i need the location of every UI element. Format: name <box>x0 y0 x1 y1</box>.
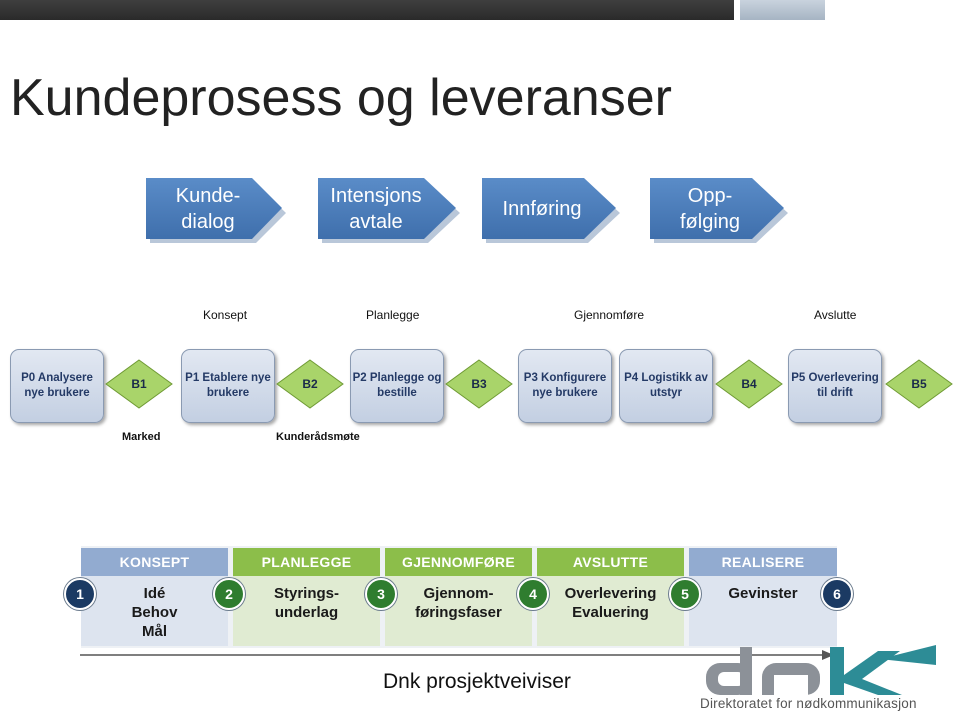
chevron-1-label: Kunde- dialog <box>175 185 241 233</box>
milestone-2: 2 <box>213 578 245 610</box>
logo-subtitle: Direktoratet for nødkommunikasjon <box>700 696 917 711</box>
milestone-3: 3 <box>365 578 397 610</box>
chevron-3-label: Innføring <box>502 198 582 220</box>
decision-b1-label: B1 <box>131 377 147 391</box>
caption: Dnk prosjektveiviser <box>383 670 571 693</box>
process-box-p0: P0 Analysere nye brukere <box>10 349 104 423</box>
milestone-1: 1 <box>64 578 96 610</box>
chevron-row <box>146 178 788 243</box>
process-box-p4: P4 Logistikk av utstyr <box>619 349 713 423</box>
label-marked: Marked <box>122 431 161 443</box>
phase-header-konsept: KONSEPT <box>81 548 228 576</box>
phase-header-planlegge: PLANLEGGE <box>233 548 380 576</box>
top-bar-dark <box>0 0 734 20</box>
top-bar-light <box>740 0 825 20</box>
logo-letter-n <box>762 663 820 695</box>
decision-b2-label: B2 <box>302 377 318 391</box>
decision-b3: B3 <box>444 358 514 410</box>
process-box-p3: P3 Konfigurere nye brukere <box>518 349 612 423</box>
phase-header-realisere: REALISERE <box>689 548 837 576</box>
phase-label-konsept: Konsept <box>203 308 248 322</box>
chevron-2 <box>318 178 460 243</box>
phase-header-gjennomfore: GJENNOMFØRE <box>385 548 532 576</box>
decision-b5: B5 <box>884 358 954 410</box>
process-box-p1: P1 Etablere nye brukere <box>181 349 275 423</box>
decision-b1: B1 <box>104 358 174 410</box>
decision-b4-label: B4 <box>741 377 757 391</box>
chevron-2-label: Intensjons avtale <box>330 185 422 233</box>
phase-body-realisere: Gevinster <box>689 576 837 646</box>
page-title: Kundeprosess og leveranser <box>10 69 672 127</box>
decision-b2: B2 <box>275 358 345 410</box>
milestone-6: 6 <box>821 578 853 610</box>
chevron-3 <box>482 178 620 243</box>
process-box-p2: P2 Planlegge og bestille <box>350 349 444 423</box>
phase-header-avslutte: AVSLUTTE <box>537 548 684 576</box>
phase-label-avslutte: Avslutte <box>814 308 857 322</box>
phase-body-konsept: Idé Behov Mål <box>81 576 228 646</box>
label-kunderadsmote: Kunderådsmøte <box>276 431 360 443</box>
chevron-1 <box>146 178 286 243</box>
decision-b5-label: B5 <box>911 377 927 391</box>
chevron-4 <box>650 178 788 243</box>
phase-label-planlegge: Planlegge <box>366 308 420 322</box>
phase-body-gjennomfore: Gjennom- føringsfaser <box>385 576 532 646</box>
dnk-logo <box>706 645 936 695</box>
milestone-5: 5 <box>669 578 701 610</box>
logo-letter-d <box>706 647 752 695</box>
milestone-4: 4 <box>517 578 549 610</box>
chevron-4-label: Opp- følging <box>679 185 741 233</box>
decision-b3-label: B3 <box>471 377 487 391</box>
decision-b4: B4 <box>714 358 784 410</box>
logo-letter-k <box>830 645 936 695</box>
phase-label-gjennomfore: Gjennomføre <box>574 308 645 322</box>
phase-body-planlegge: Styrings- underlag <box>233 576 380 646</box>
timeline-arrow <box>80 650 834 660</box>
phase-body-avslutte: Overlevering Evaluering <box>537 576 684 646</box>
process-box-p5: P5 Overlevering til drift <box>788 349 882 423</box>
